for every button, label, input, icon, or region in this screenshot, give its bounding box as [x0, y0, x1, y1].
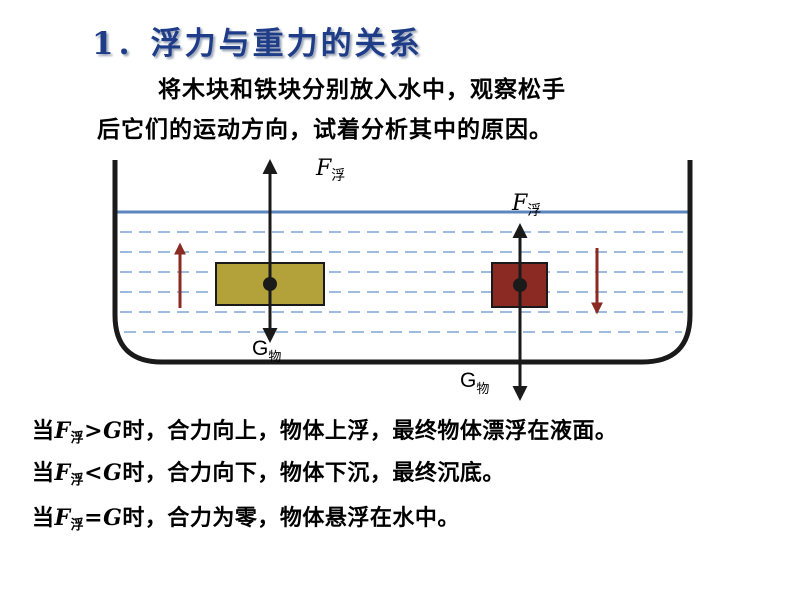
- symbol-sub: 浮: [70, 518, 85, 533]
- label-sub: 浮: [331, 168, 345, 184]
- symbol-sub: 浮: [70, 431, 85, 446]
- wood-center-dot: [263, 277, 277, 291]
- symbol-G: G: [103, 505, 123, 531]
- conclusion-float: 当F浮>G时，合力向上，物体上浮，最终物体漂浮在液面。: [32, 413, 617, 446]
- conclusion-prefix: 当: [32, 505, 55, 531]
- label-sub: 浮: [527, 203, 541, 219]
- intro-line-1: 将木块和铁块分别放入水中，观察松手: [158, 76, 566, 103]
- wood-buoyancy-label: F浮: [315, 156, 345, 184]
- operator: =: [84, 505, 104, 531]
- conclusion-text: 时，合力为零，物体悬浮在水中。: [122, 505, 460, 531]
- label-G: G: [460, 369, 476, 392]
- water-container: [112, 160, 693, 365]
- symbol-G: G: [103, 460, 123, 486]
- iron-gravity-label: G物: [460, 369, 489, 396]
- label-F: F: [511, 191, 528, 216]
- operator: >: [84, 418, 104, 444]
- wood-gravity-label: G物: [252, 337, 281, 364]
- symbol-F: F: [54, 418, 71, 444]
- conclusion-prefix: 当: [32, 460, 55, 486]
- label-G: G: [252, 337, 268, 360]
- water-lines: [120, 231, 686, 333]
- iron-center-dot: [513, 278, 527, 292]
- operator: <: [84, 460, 104, 486]
- conclusion-prefix: 当: [32, 418, 55, 444]
- label-sub: 物: [268, 349, 281, 364]
- slide-title: 1．浮力与重力的关系: [92, 26, 423, 62]
- symbol-F: F: [54, 460, 71, 486]
- symbol-G: G: [103, 418, 123, 444]
- iron-buoyancy-label: F浮: [511, 191, 541, 219]
- conclusion-sink: 当F浮<G时，合力向下，物体下沉，最终沉底。: [32, 455, 505, 488]
- conclusion-text: 时，合力向下，物体下沉，最终沉底。: [122, 460, 505, 486]
- intro-line-2: 后它们的运动方向，试着分析其中的原因。: [97, 116, 553, 143]
- conclusion-suspend: 当F浮=G时，合力为零，物体悬浮在水中。: [32, 500, 460, 533]
- label-F: F: [315, 156, 332, 181]
- symbol-sub: 浮: [70, 473, 85, 488]
- conclusion-text: 时，合力向上，物体上浮，最终物体漂浮在液面。: [122, 418, 618, 444]
- symbol-F: F: [54, 505, 71, 531]
- label-sub: 物: [476, 381, 489, 396]
